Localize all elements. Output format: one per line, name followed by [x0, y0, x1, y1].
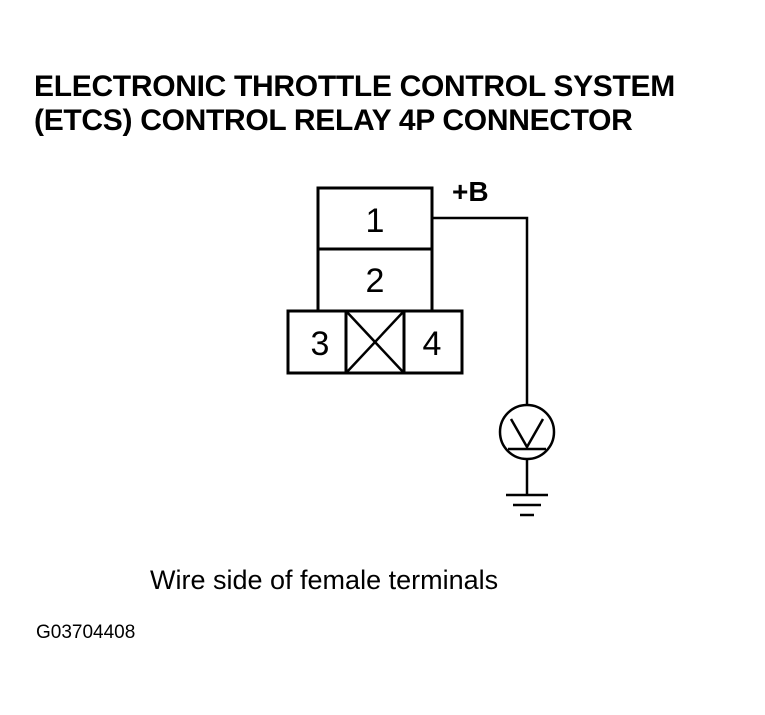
unused-cavity-icon	[345, 310, 405, 374]
terminal-1-label: 1	[366, 202, 385, 240]
terminal-2-label: 2	[366, 262, 385, 300]
plus-b-label: +B	[452, 176, 489, 207]
title-line-2: (ETCS) CONTROL RELAY 4P CONNECTOR	[34, 104, 633, 137]
terminal-4-label: 4	[423, 325, 442, 363]
terminal-row-bottom	[286, 309, 464, 375]
ground-icon	[506, 493, 548, 517]
diagram-title: ELECTRONIC THROTTLE CONTROL SYSTEM (ETCS…	[34, 70, 754, 138]
terminal-3-label: 3	[311, 325, 330, 363]
wire-side-caption: Wire side of female terminals	[150, 565, 499, 595]
probe-wire	[432, 216, 529, 405]
title-line-1: ELECTRONIC THROTTLE CONTROL SYSTEM	[34, 70, 675, 103]
figure-id: G03704408	[36, 622, 136, 643]
voltmeter-icon	[498, 403, 556, 461]
